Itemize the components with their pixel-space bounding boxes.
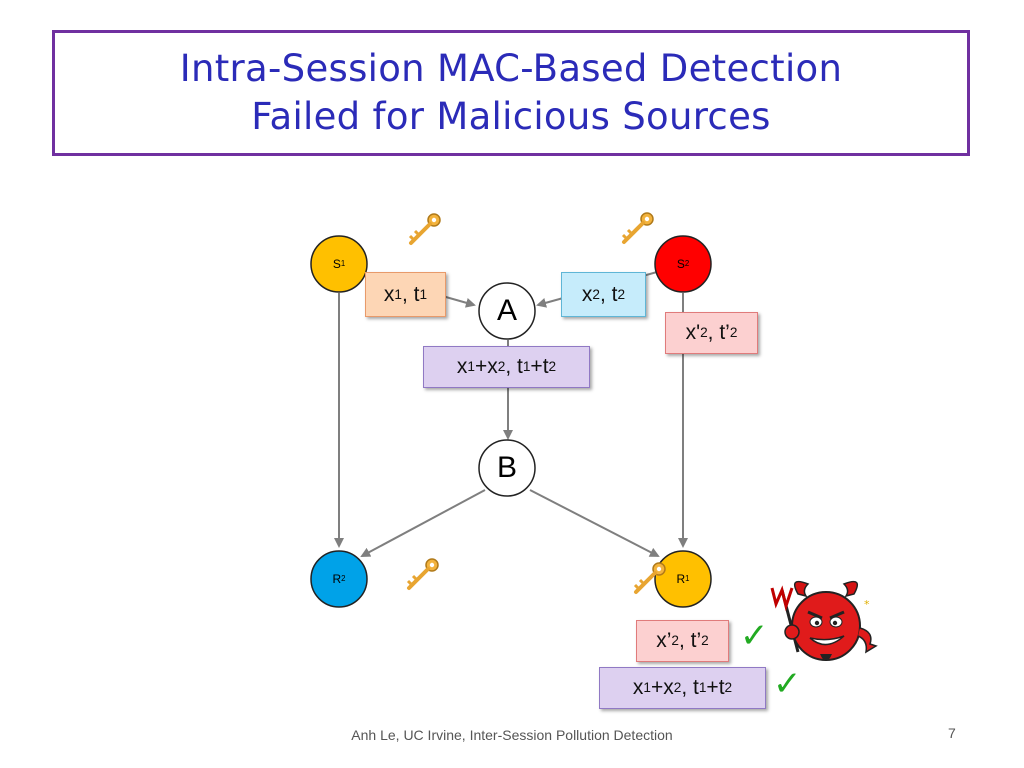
title-line-1: Intra-Session MAC-Based Detection bbox=[179, 47, 843, 90]
node-s1 bbox=[310, 235, 368, 293]
text-x: x bbox=[383, 282, 395, 306]
node-r1 bbox=[654, 550, 712, 608]
text-x: x’ bbox=[656, 629, 672, 652]
text-x: x' bbox=[685, 321, 701, 344]
text-x: x bbox=[456, 355, 468, 378]
text-t: t bbox=[413, 282, 420, 306]
text-sep: , bbox=[599, 282, 612, 306]
text-t: t bbox=[692, 676, 699, 699]
text-sep: , bbox=[679, 629, 691, 652]
title-line-2: Failed for Malicious Sources bbox=[251, 95, 771, 138]
text-sep: , bbox=[681, 676, 693, 699]
title-box: Intra-Session MAC-Based Detection Failed… bbox=[52, 30, 970, 156]
node-b bbox=[478, 439, 536, 497]
footer: Anh Le, UC Irvine, Inter-Session Polluti… bbox=[351, 727, 673, 743]
node-b-label: B bbox=[496, 451, 517, 484]
text-plus: + bbox=[530, 355, 543, 378]
node-r1-base: R bbox=[676, 572, 686, 586]
text-x: x bbox=[632, 676, 644, 699]
text-x: x bbox=[487, 355, 498, 378]
devil-icon: * bbox=[770, 580, 878, 661]
node-s2 bbox=[654, 235, 712, 293]
text-plus: + bbox=[474, 355, 488, 378]
svg-text:*: * bbox=[864, 598, 870, 611]
node-r2 bbox=[310, 550, 368, 608]
text-sep: , bbox=[707, 321, 720, 344]
edge-b-r1 bbox=[529, 489, 660, 557]
text-t: t’ bbox=[690, 629, 702, 652]
s2-polluted-label: x'2, t’2 bbox=[665, 312, 758, 354]
page-number: 7 bbox=[948, 725, 956, 741]
text-plus: + bbox=[650, 676, 664, 699]
text-x: x bbox=[663, 676, 674, 699]
text-t: t bbox=[542, 355, 549, 378]
checkmark-icon: ✓ bbox=[773, 664, 802, 704]
text-t: t bbox=[718, 676, 725, 699]
key-icon bbox=[406, 557, 440, 590]
text-x: x bbox=[581, 282, 593, 306]
text-t: t bbox=[516, 355, 523, 378]
node-a-label: A bbox=[496, 294, 517, 327]
edge-b-r2 bbox=[360, 489, 486, 557]
text-t: t’ bbox=[719, 321, 730, 344]
text-plus: + bbox=[706, 676, 719, 699]
node-s1-base: S bbox=[332, 257, 341, 271]
key-icon bbox=[621, 211, 655, 244]
text-sep: , bbox=[505, 355, 517, 378]
node-s2-base: S bbox=[676, 257, 685, 271]
node-r2-base: R bbox=[332, 572, 342, 586]
node-a bbox=[478, 282, 536, 340]
text-sep: , bbox=[401, 282, 414, 306]
received-polluted-label: x’2, t’2 bbox=[636, 620, 729, 662]
text-t: t bbox=[611, 282, 618, 306]
checkmark-icon: ✓ bbox=[740, 616, 769, 656]
key-icon bbox=[408, 212, 442, 245]
